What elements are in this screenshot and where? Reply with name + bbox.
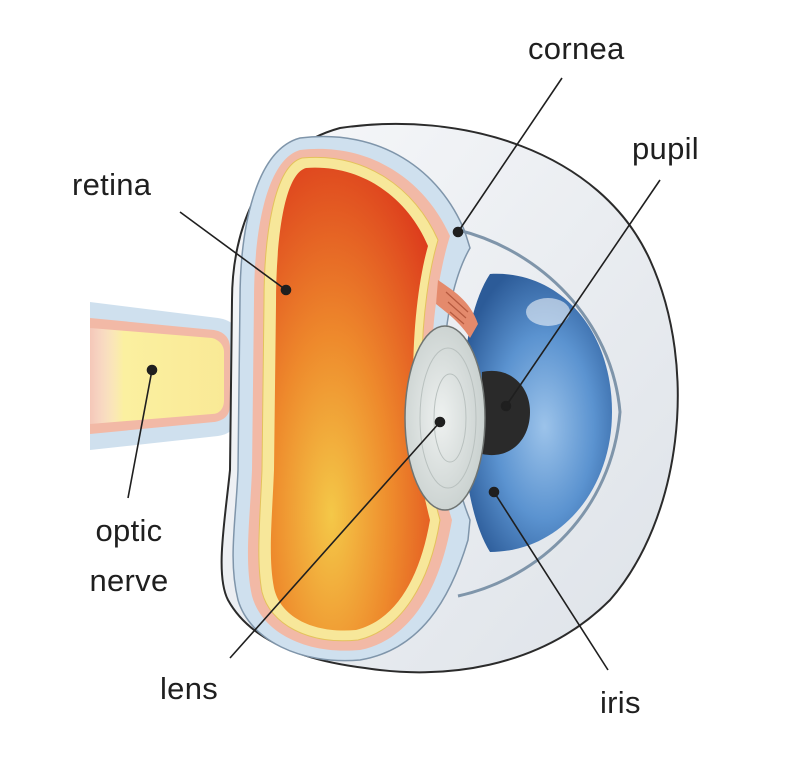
retina-leader-line (179, 211, 287, 291)
pupil-anchor-dot (500, 400, 512, 412)
optic-nerve-anchor-dot (146, 364, 158, 376)
pupil-leader-line (505, 179, 661, 407)
iris (462, 273, 612, 552)
label-cornea: cornea (528, 31, 625, 66)
iris-anchor-dot (488, 486, 500, 498)
optic-nerve (90, 302, 240, 450)
cornea (457, 228, 622, 598)
label-lens: lens (160, 671, 219, 706)
label-optic-nerve-line1: optic (95, 513, 163, 548)
label-iris: iris (600, 685, 641, 720)
label-pupil: pupil (632, 131, 699, 166)
lens (404, 325, 486, 511)
lens-anchor-dot (434, 416, 446, 428)
lens-leader-line (229, 421, 441, 659)
optic-nerve-leader-line (127, 369, 153, 499)
vitreous-body (270, 167, 430, 631)
pupil (482, 370, 530, 456)
retina-anchor-dot (280, 284, 292, 296)
cornea-anchor-dot (452, 226, 464, 238)
leader-lines (127, 77, 661, 671)
cornea-leader-line (457, 77, 563, 233)
label-retina: retina (72, 167, 152, 202)
label-optic-nerve-line2: nerve (89, 563, 169, 598)
iris-leader-line (493, 491, 609, 671)
